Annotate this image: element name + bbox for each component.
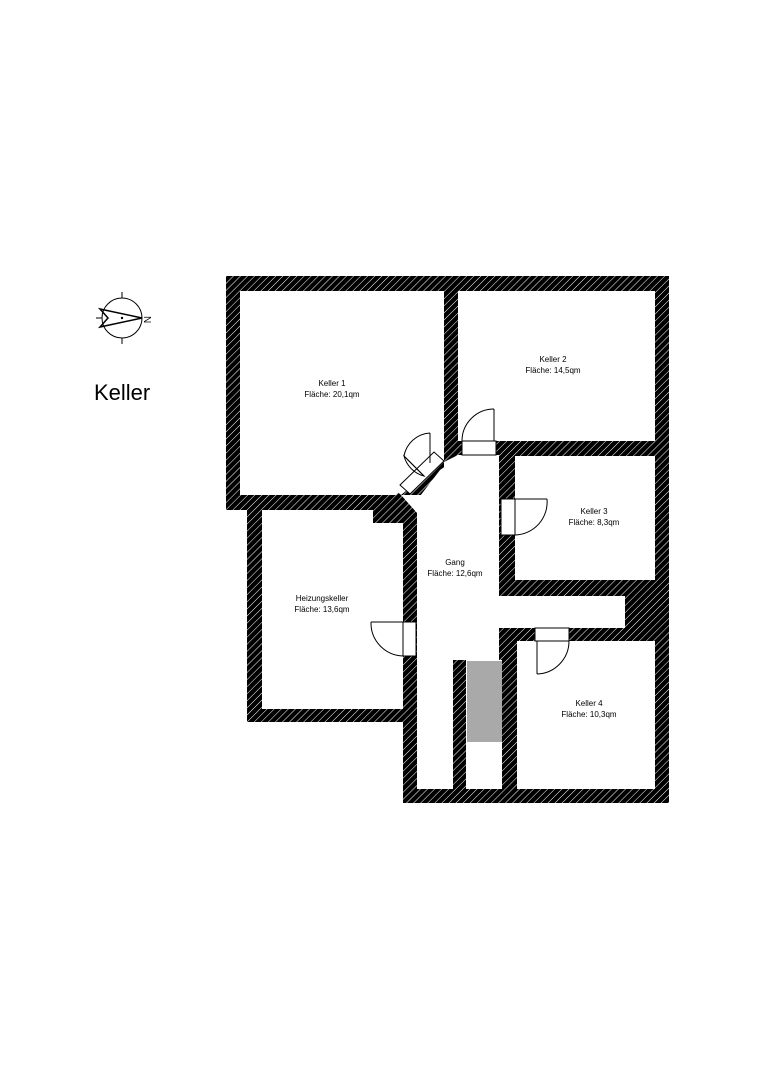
compass-icon (96, 292, 143, 344)
stair-wall (453, 660, 466, 789)
floor-title: Keller (94, 380, 150, 405)
compass-n-label: N (141, 316, 152, 323)
door-keller-2 (461, 408, 497, 456)
room-keller-1-name: Keller 1 (318, 379, 346, 388)
door-keller-3 (500, 498, 548, 536)
room-keller-3-name: Keller 3 (580, 507, 608, 516)
room-gang-name: Gang (445, 558, 465, 567)
door-heizungskeller (370, 621, 417, 657)
stair-block (467, 661, 502, 742)
walls (226, 276, 669, 803)
room-keller-1-area: Fläche: 20,1qm (304, 390, 359, 399)
room-keller-2-area: Fläche: 14,5qm (525, 366, 580, 375)
room-keller-3-area: Fläche: 8,3qm (569, 518, 620, 527)
room-interiors (240, 291, 655, 789)
room-gang-area: Fläche: 12,6qm (427, 569, 482, 578)
door-keller-4 (534, 627, 570, 675)
room-keller-4-name: Keller 4 (575, 699, 603, 708)
door-keller-1 (399, 432, 445, 495)
room-heizungskeller-name: Heizungskeller (296, 594, 349, 603)
room-heizungskeller-area: Fläche: 13,6qm (294, 605, 349, 614)
room-keller-2-name: Keller 2 (539, 355, 567, 364)
room-keller-4-area: Fläche: 10,3qm (561, 710, 616, 719)
